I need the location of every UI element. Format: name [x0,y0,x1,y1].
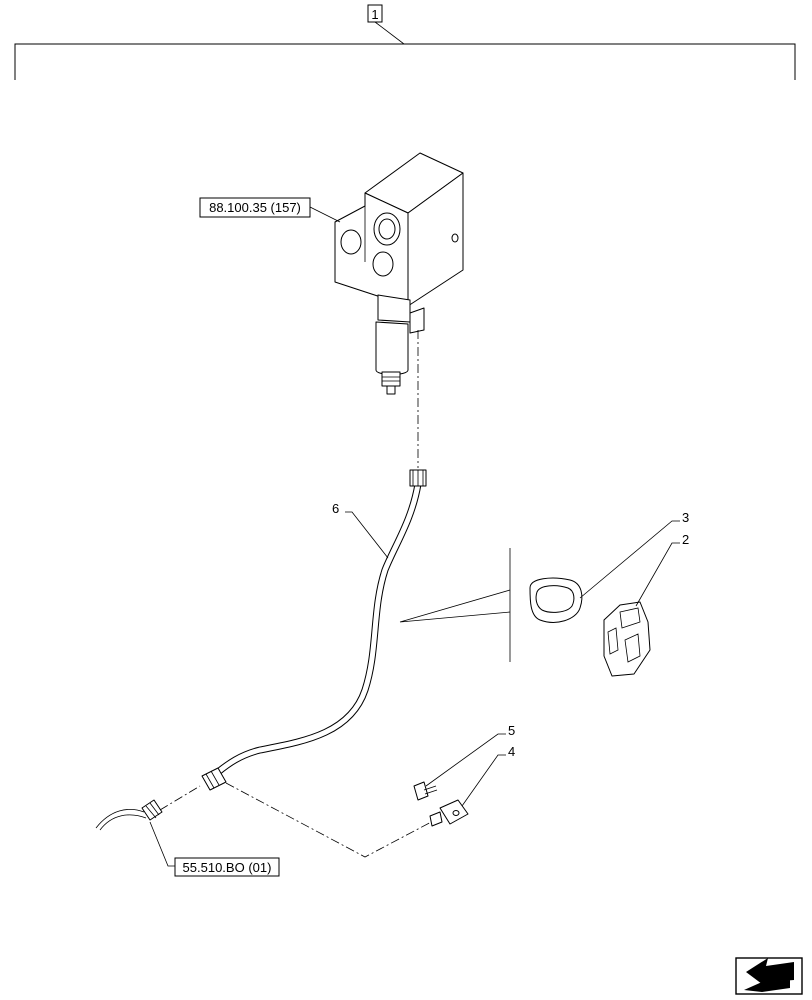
ref-harness: 55.510.BO (01) [183,860,272,875]
svg-text:88.100.35 (157): 88.100.35 (157) [209,200,301,215]
callout-clip: 2 [682,532,689,547]
callout-grommet: 3 [682,510,689,525]
detail-wedge [399,548,511,662]
valve-block [334,152,464,395]
screw: 5 [413,723,515,801]
next-arrow-icon[interactable] [735,957,803,995]
callout-cable: 6 [332,501,339,516]
bracket: 4 [429,744,515,827]
alignment-line-bottom [225,782,436,858]
harness-connector: 55.510.BO (01) [95,785,280,877]
grommet: 3 [529,510,689,623]
ref-valve-block: 88.100.35 (157) [199,197,341,223]
callout-bracket: 4 [508,744,515,759]
group-bracket: 1 [14,4,796,80]
cable-assembly: 6 [201,469,427,791]
group-label: 1 [371,7,378,22]
clip: 2 [603,532,689,677]
callout-screw: 5 [508,723,515,738]
